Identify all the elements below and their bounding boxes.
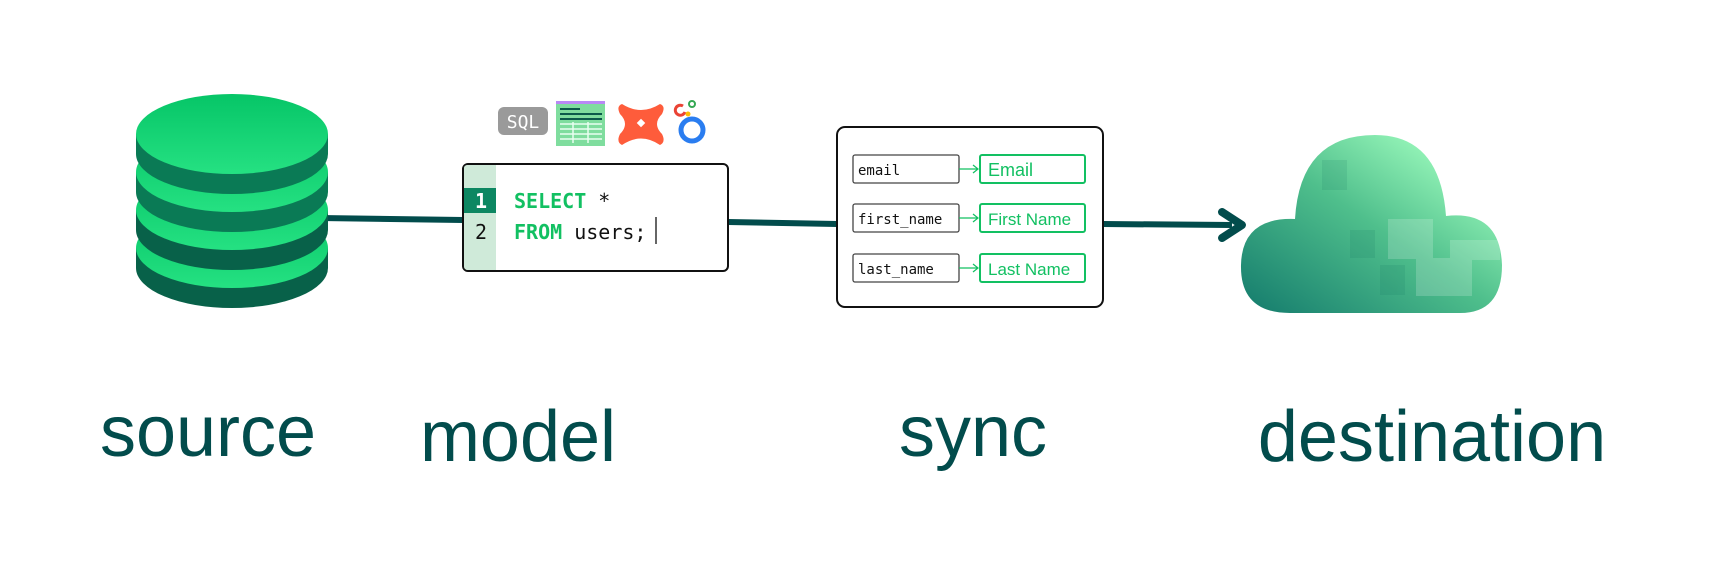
destination-field: Email bbox=[988, 160, 1033, 180]
arrow-right-icon bbox=[1102, 208, 1246, 242]
cloud-icon bbox=[1240, 135, 1502, 313]
stage-label-model: model bbox=[420, 397, 616, 477]
svg-text:SQL: SQL bbox=[507, 112, 540, 133]
stage-label-sync: sync bbox=[899, 392, 1047, 472]
arrow-right-icon bbox=[959, 164, 979, 174]
connector-model-sync bbox=[727, 219, 838, 227]
dbt-icon bbox=[618, 104, 664, 145]
source-field: last_name bbox=[858, 262, 934, 278]
sync-mapping-panel: email Email first_name First Name last_n… bbox=[836, 126, 1104, 308]
arrow-right-icon bbox=[959, 213, 979, 223]
arrow-right-icon bbox=[959, 263, 979, 273]
source-field: email bbox=[858, 163, 900, 179]
connector-source-model bbox=[319, 215, 464, 223]
spreadsheet-icon bbox=[556, 101, 605, 146]
destination-field: Last Name bbox=[988, 260, 1070, 279]
line-number: 2 bbox=[475, 220, 487, 244]
stage-label-destination: destination bbox=[1258, 397, 1606, 477]
code-line: FROM users; bbox=[514, 220, 646, 244]
sql-icon: SQL bbox=[498, 107, 548, 135]
field-mapping-row[interactable]: first_name First Name bbox=[852, 203, 1086, 233]
sql-editor[interactable]: 1 2 SELECT * FROM users; bbox=[462, 163, 729, 272]
looker-icon bbox=[673, 100, 706, 144]
stage-label-source: source bbox=[100, 392, 316, 472]
active-line-highlight bbox=[464, 188, 496, 213]
database-icon bbox=[136, 94, 328, 308]
line-number: 1 bbox=[475, 189, 487, 213]
source-field: first_name bbox=[858, 212, 942, 228]
destination-field: First Name bbox=[988, 210, 1071, 229]
code-line: SELECT * bbox=[514, 189, 610, 213]
field-mapping-row[interactable]: email Email bbox=[852, 154, 1086, 184]
field-mapping-row[interactable]: last_name Last Name bbox=[852, 253, 1086, 283]
